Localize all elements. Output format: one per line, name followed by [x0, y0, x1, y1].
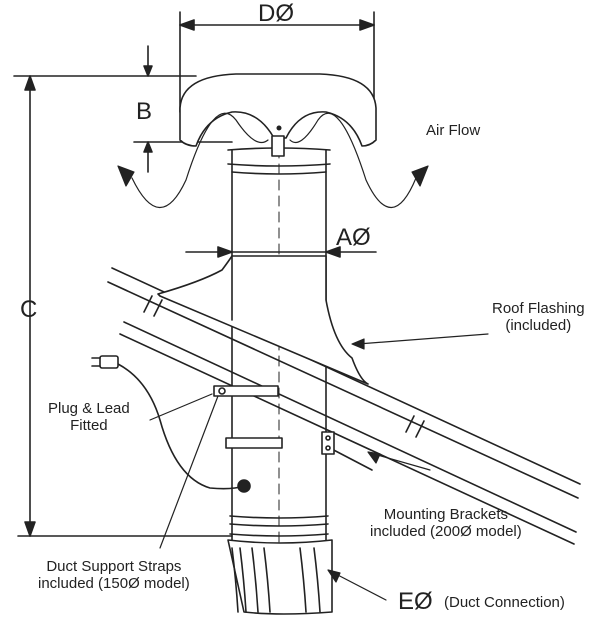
- duct-support-label: Duct Support Straps included (150Ø model…: [38, 558, 190, 593]
- plug-lead-label: Plug & Lead Fitted: [48, 400, 130, 435]
- roof-flashing-line-1: Roof Flashing: [492, 300, 585, 317]
- plug-lead-line-2: Fitted: [70, 417, 108, 435]
- dimension-d-label: DØ: [258, 0, 294, 27]
- vent-cap: [179, 73, 377, 157]
- dimension-a: [185, 246, 377, 258]
- plug-and-lead: [91, 355, 251, 493]
- duct-support-line-2: included (150Ø model): [38, 575, 190, 593]
- roof-flashing: [157, 255, 369, 385]
- mounting-brackets-label: Mounting Brackets included (200Ø model): [370, 506, 522, 541]
- support-straps: [213, 385, 335, 455]
- leader-lines: [149, 333, 489, 601]
- dimension-b-label: B: [136, 98, 153, 125]
- mounting-brackets-line-1: Mounting Brackets: [383, 506, 508, 523]
- dimension-a-label: AØ: [336, 224, 371, 251]
- plug-lead-line-1: Plug & Lead: [48, 400, 130, 417]
- mounting-brackets-line-2: included (200Ø model): [370, 523, 522, 541]
- dimension-c-label: C: [20, 296, 38, 323]
- duct-connection-label: (Duct Connection): [444, 594, 565, 611]
- air-flow-lines: [117, 112, 429, 209]
- duct-support-line-1: Duct Support Straps: [46, 558, 182, 575]
- roof-flashing-label: Roof Flashing (included): [492, 300, 585, 335]
- dimension-e-label: EØ: [398, 588, 433, 615]
- air-flow-label: Air Flow: [426, 122, 481, 139]
- dimension-c: [13, 75, 233, 537]
- roof-flashing-line-2: (included): [505, 317, 572, 335]
- flexible-duct: [227, 539, 333, 615]
- dimension-d: [179, 11, 375, 113]
